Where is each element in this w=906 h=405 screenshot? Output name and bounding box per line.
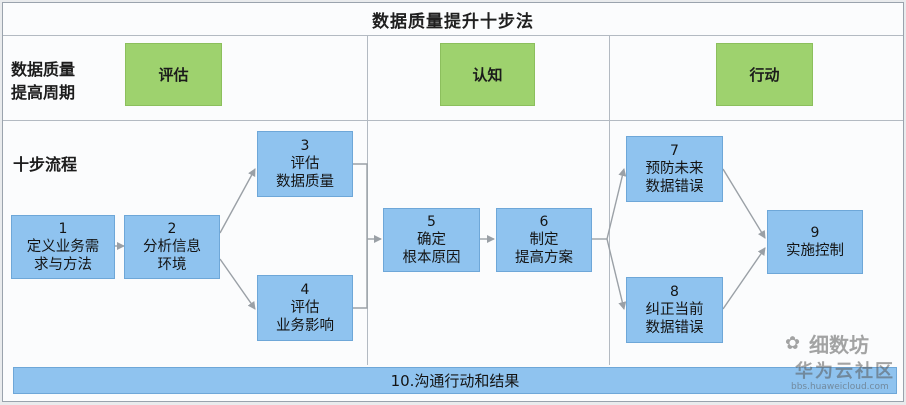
divider-top <box>3 35 903 36</box>
watermark-line1: 细数坊 <box>809 333 869 357</box>
phase-action: 行动 <box>716 43 813 106</box>
row-label-cycle-line2: 提高周期 <box>11 83 76 102</box>
arrow-2-to-3 <box>219 168 256 234</box>
watermark-line2: 华为云社区 <box>795 361 895 382</box>
phase-assess: 评估 <box>125 43 222 106</box>
step-9-line1: 实施控制 <box>786 243 844 259</box>
arrow-3-4-to-5 <box>353 163 368 309</box>
step-1-line2: 求与方法 <box>34 257 92 273</box>
step-9-number: 9 <box>810 225 820 241</box>
step-5-line1: 确定 <box>417 232 446 248</box>
row-label-process: 十步流程 <box>13 155 78 174</box>
step-6-line2: 提高方案 <box>515 250 573 266</box>
step-8: 8 纠正当前 数据错误 <box>626 277 723 343</box>
step-6-number: 6 <box>539 214 549 230</box>
step-1-number: 1 <box>58 221 68 237</box>
step-5-line2: 根本原因 <box>402 250 461 266</box>
row-label-cycle: 数据质量 提高周期 <box>11 58 75 104</box>
step-2: 2 分析信息 环境 <box>124 215 220 279</box>
step-3-number: 3 <box>300 138 310 154</box>
arrow-split-to-7 <box>606 168 627 240</box>
arrow-split-to-8 <box>606 238 627 310</box>
step-3: 3 评估 数据质量 <box>257 131 353 197</box>
row-label-cycle-line1: 数据质量 <box>11 60 76 79</box>
step-3-line2: 数据质量 <box>276 174 334 190</box>
step-8-line1: 纠正当前 <box>645 302 704 318</box>
flow-arrows <box>115 163 766 310</box>
step-8-line2: 数据错误 <box>645 320 704 336</box>
wechat-icon: ✿ <box>785 333 801 354</box>
step-6: 6 制定 提高方案 <box>496 208 592 272</box>
step-7-number: 7 <box>670 143 679 159</box>
step-1-line1: 定义业务需 <box>26 239 100 255</box>
step-4: 4 评估 业务影响 <box>257 275 353 341</box>
divider-middle <box>3 120 903 121</box>
step-5-number: 5 <box>427 214 436 230</box>
step-4-line1: 评估 <box>290 300 320 316</box>
step-3-line1: 评估 <box>290 156 320 172</box>
step-10-bar: 10.沟通行动和结果 <box>13 367 897 394</box>
phase-awareness: 认知 <box>440 43 535 106</box>
divider-col-2 <box>609 35 610 365</box>
step-7: 7 预防未来 数据错误 <box>626 136 723 202</box>
step-4-number: 4 <box>300 282 310 298</box>
step-6-line1: 制定 <box>529 232 559 248</box>
step-5: 5 确定 根本原因 <box>383 208 480 272</box>
step-1: 1 定义业务需 求与方法 <box>11 215 115 279</box>
step-2-line2: 环境 <box>157 257 187 273</box>
arrow-8-to-9 <box>722 247 766 310</box>
step-8-number: 8 <box>670 284 679 300</box>
step-2-number: 2 <box>167 221 177 237</box>
step-9: 9 实施控制 <box>767 210 863 274</box>
step-2-line1: 分析信息 <box>143 239 201 255</box>
arrow-2-to-4 <box>219 258 256 310</box>
step-7-line1: 预防未来 <box>645 161 704 177</box>
watermark-line3: bbs.huaweicloud.com <box>791 382 889 392</box>
watermark: ✿ 细数坊 华为云社区 bbs.huaweicloud.com <box>781 325 901 395</box>
step-4-line2: 业务影响 <box>276 318 334 334</box>
diagram-title: 数据质量提升十步法 <box>372 11 534 32</box>
arrow-7-to-9 <box>722 168 766 239</box>
step-7-line2: 数据错误 <box>645 179 704 195</box>
